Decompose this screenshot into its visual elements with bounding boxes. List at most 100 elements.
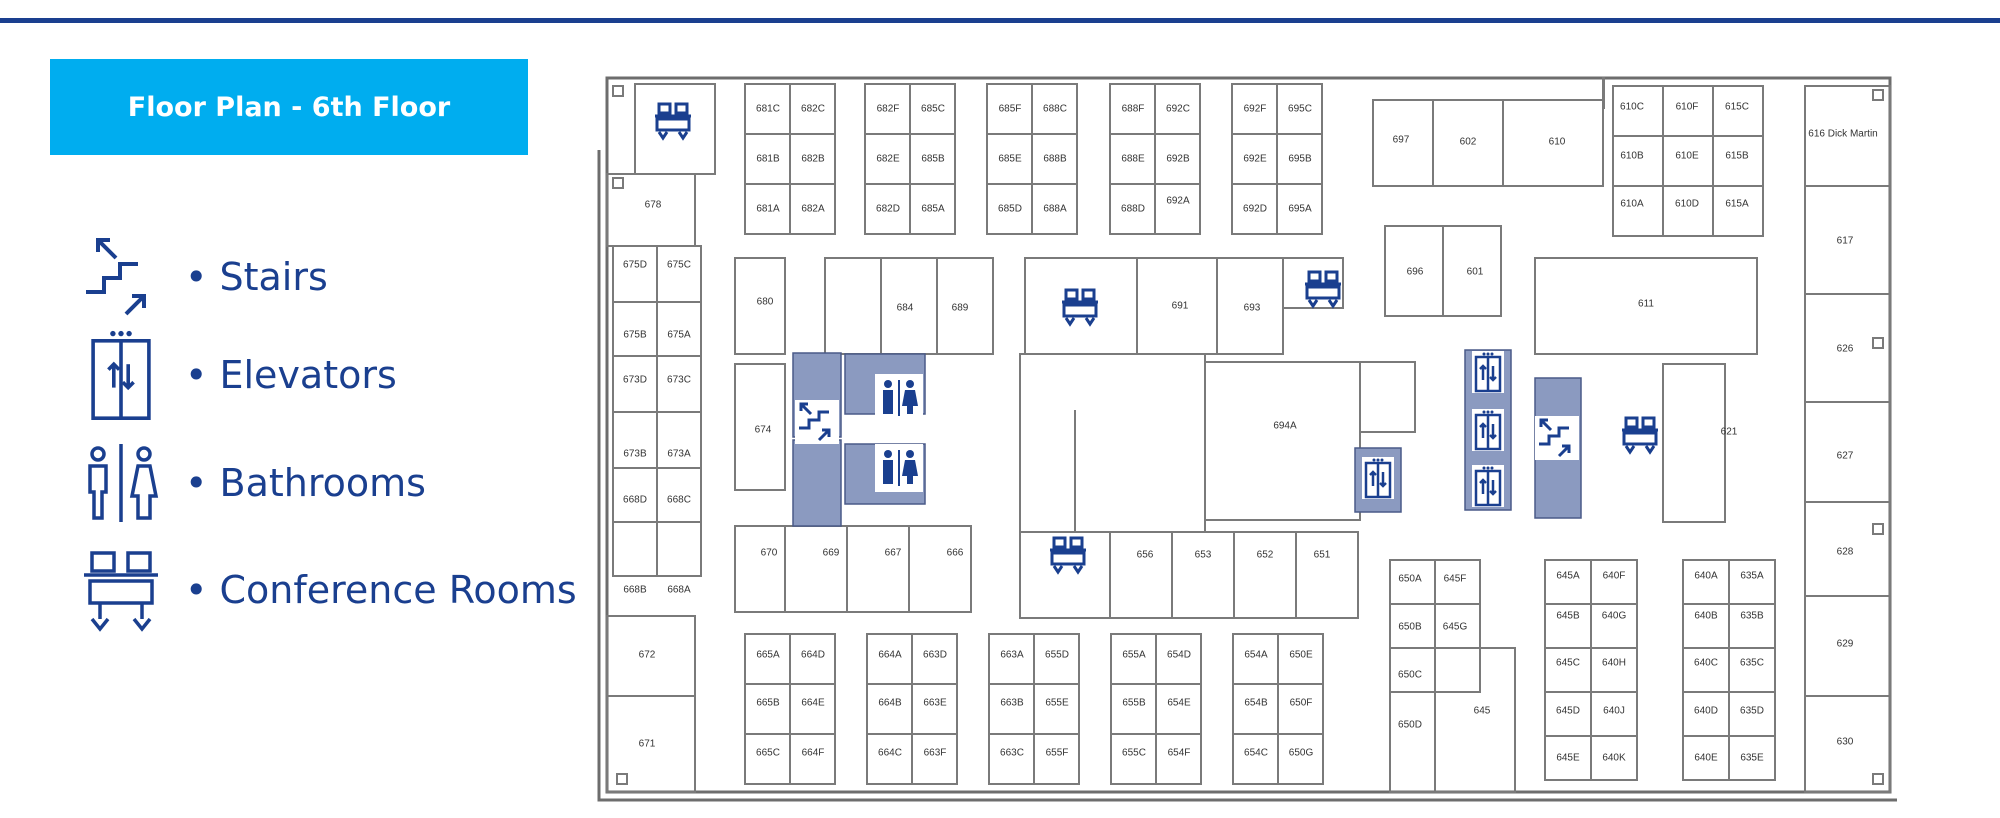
room-label: 691 bbox=[1172, 301, 1189, 312]
room-label: 663F bbox=[924, 748, 947, 759]
room-label: 635B bbox=[1740, 611, 1764, 622]
room-label: 645 bbox=[1474, 706, 1491, 717]
room-label: 640C bbox=[1694, 658, 1718, 669]
room-label: 656 bbox=[1137, 550, 1154, 561]
room-label: 655B bbox=[1122, 698, 1146, 709]
room-label: 688E bbox=[1121, 154, 1145, 165]
room-label: 694A bbox=[1273, 421, 1297, 432]
room-label: 695B bbox=[1288, 154, 1312, 165]
room-label: 650G bbox=[1289, 748, 1314, 759]
room-label: 671 bbox=[639, 739, 656, 750]
legend-label-elevators: • Elevators bbox=[185, 353, 397, 397]
room-label: 682C bbox=[801, 104, 825, 115]
conference-room-icon bbox=[1303, 270, 1343, 308]
room-label: 610B bbox=[1620, 151, 1644, 162]
room-label: 640B bbox=[1694, 611, 1718, 622]
room-label: 688C bbox=[1043, 104, 1067, 115]
room-label: 615B bbox=[1725, 151, 1749, 162]
room-label: 655A bbox=[1122, 650, 1146, 661]
conference-room-icon bbox=[1620, 416, 1660, 454]
room-label: 627 bbox=[1837, 451, 1854, 462]
room-label: 665C bbox=[756, 748, 780, 759]
room-label: 692C bbox=[1166, 104, 1190, 115]
room-label: 645A bbox=[1556, 571, 1580, 582]
room-label: 663B bbox=[1000, 698, 1024, 709]
room-label: 663E bbox=[923, 698, 947, 709]
elevator-icon bbox=[91, 330, 151, 420]
room-label: 682B bbox=[801, 154, 825, 165]
room-label: 668D bbox=[623, 495, 647, 506]
legend-label-bathrooms: • Bathrooms bbox=[185, 461, 426, 505]
room-label: 675A bbox=[667, 330, 691, 341]
title-banner: Floor Plan - 6th Floor bbox=[50, 59, 528, 155]
room-label: 615C bbox=[1725, 102, 1749, 113]
room-label: 629 bbox=[1837, 639, 1854, 650]
elevator-icon bbox=[1470, 463, 1506, 509]
legend-item-bathrooms: • Bathrooms bbox=[80, 438, 600, 528]
elevator-icon bbox=[1360, 455, 1396, 501]
page-title: Floor Plan - 6th Floor bbox=[127, 91, 451, 123]
room-label: 681A bbox=[756, 204, 780, 215]
room-label: 673D bbox=[623, 375, 647, 386]
bathroom-icon bbox=[875, 374, 923, 422]
room-label: 695C bbox=[1288, 104, 1312, 115]
room-label: 610F bbox=[1676, 102, 1699, 113]
room-label: 663C bbox=[1000, 748, 1024, 759]
legend-label-conference-rooms: • Conference Rooms bbox=[185, 568, 577, 612]
room-label: 611 bbox=[1638, 299, 1654, 310]
room-label: 640A bbox=[1694, 571, 1718, 582]
room-label: 682E bbox=[876, 154, 900, 165]
elevator-icon bbox=[1470, 407, 1506, 453]
stairs-icon bbox=[1533, 414, 1581, 462]
room-label: 626 bbox=[1837, 344, 1854, 355]
stairs-icon bbox=[86, 238, 146, 316]
bathroom-icon bbox=[88, 444, 159, 522]
top-accent-bar bbox=[0, 18, 2000, 23]
bathroom-icon bbox=[875, 444, 923, 492]
room-label: 654A bbox=[1244, 650, 1268, 661]
room-label: 692F bbox=[1244, 104, 1267, 115]
room-label: 610 bbox=[1549, 137, 1566, 148]
room-label: 688F bbox=[1122, 104, 1145, 115]
room-label: 681C bbox=[756, 104, 780, 115]
room-label: 635C bbox=[1740, 658, 1764, 669]
room-label: 640H bbox=[1602, 658, 1626, 669]
room-label: 668C bbox=[667, 495, 691, 506]
room-label: 645B bbox=[1556, 611, 1580, 622]
room-label: 673C bbox=[667, 375, 691, 386]
room-label: 617 bbox=[1837, 236, 1854, 247]
conference-room-icon bbox=[1048, 536, 1088, 574]
room-label: 610D bbox=[1675, 199, 1699, 210]
room-label: 684 bbox=[897, 303, 914, 314]
room-label: 650C bbox=[1398, 670, 1422, 681]
room-label: 654B bbox=[1244, 698, 1268, 709]
room-label: 621 bbox=[1721, 427, 1738, 438]
room-label: 640G bbox=[1602, 611, 1627, 622]
room-label: 695A bbox=[1288, 204, 1312, 215]
room-label: 685A bbox=[921, 204, 945, 215]
room-label: 696 bbox=[1407, 267, 1424, 278]
room-label: 693 bbox=[1244, 303, 1261, 314]
room-label: 610C bbox=[1620, 102, 1644, 113]
room-label: 663A bbox=[1000, 650, 1024, 661]
room-label: 670 bbox=[761, 548, 778, 559]
legend-label-stairs: • Stairs bbox=[185, 255, 328, 299]
room-label: 682F bbox=[877, 104, 900, 115]
room-label: 685D bbox=[998, 204, 1022, 215]
room-label: 664E bbox=[801, 698, 825, 709]
conference-room-icon bbox=[1060, 288, 1100, 326]
room-label: 654D bbox=[1167, 650, 1191, 661]
room-label: 692D bbox=[1243, 204, 1267, 215]
room-label: 669 bbox=[823, 548, 840, 559]
room-label: 681B bbox=[756, 154, 780, 165]
room-label: 685C bbox=[921, 104, 945, 115]
room-label: 664F bbox=[802, 748, 825, 759]
conference-room-icon bbox=[84, 551, 158, 632]
room-label: 650F bbox=[1290, 698, 1313, 709]
room-label: 692B bbox=[1166, 154, 1190, 165]
room-label: 630 bbox=[1837, 737, 1854, 748]
room-label: 668A bbox=[667, 585, 691, 596]
room-label: 666 bbox=[947, 548, 964, 559]
stairs-icon bbox=[793, 398, 841, 446]
room-label: 610A bbox=[1620, 199, 1644, 210]
